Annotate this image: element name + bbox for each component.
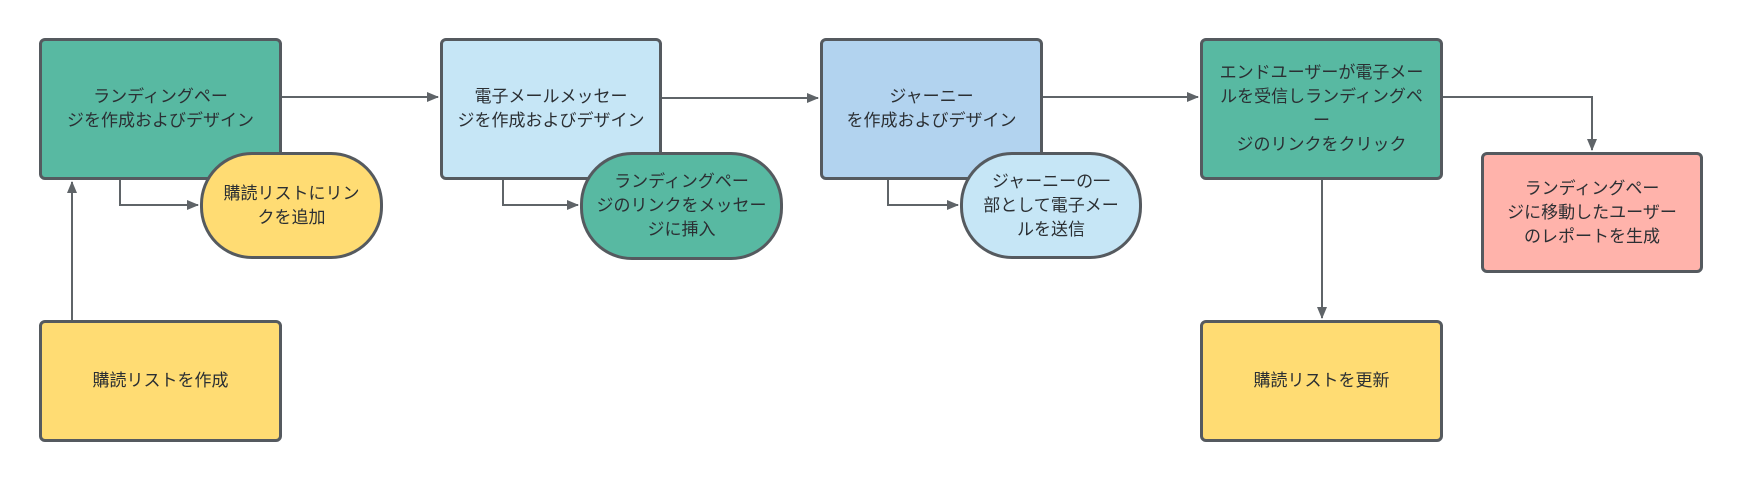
node-send-email-in-journey[interactable]: ジャーニーの一部として電子メールを送信 — [960, 152, 1142, 259]
node-label: ルを受信しランディングペー — [1220, 87, 1423, 131]
node-label: エンドユーザーが電子メー — [1219, 63, 1424, 83]
connector-n8-to-n10 — [1443, 96, 1597, 151]
node-label: ジに移動したユーザー — [1507, 202, 1677, 223]
node-label: ジのリンクをクリック — [1236, 135, 1407, 155]
node-label: ジのリンクをメッセー — [596, 196, 767, 216]
node-label: ジャーニーの一 — [991, 171, 1111, 192]
node-add-link-to-list[interactable]: 購読リストにリンクを追加 — [200, 152, 383, 259]
node-generate-report[interactable]: ランディングページに移動したユーザーのレポートを生成 — [1481, 152, 1703, 273]
node-label: 電子メールメッセー — [474, 87, 628, 107]
node-label: 部として電子メー — [983, 195, 1119, 216]
node-label: ジを作成およびデザイン — [457, 111, 645, 131]
node-label: ジに挿入 — [647, 220, 716, 240]
connector-n6-to-n7 — [887, 180, 959, 210]
node-update-subscription-list[interactable]: 購読リストを更新 — [1200, 320, 1443, 442]
node-label: のレポートを生成 — [1523, 226, 1660, 247]
node-insert-link-in-message[interactable]: ランディングページのリンクをメッセージに挿入 — [580, 152, 783, 260]
node-label: ランディングペー — [93, 87, 228, 107]
node-label: 購読リストを作成 — [92, 371, 229, 391]
node-create-subscription-list[interactable]: 購読リストを作成 — [39, 320, 282, 442]
node-label: ジを作成およびデザイン — [67, 111, 254, 131]
node-label: を作成およびデザイン — [846, 111, 1017, 131]
connector-n4-to-n5 — [502, 180, 579, 210]
node-label: ランディングペー — [1524, 178, 1660, 199]
node-label: クを追加 — [257, 207, 326, 228]
node-label: 購読リストを更新 — [1253, 371, 1390, 391]
node-user-clicks-link[interactable]: エンドユーザーが電子メールを受信しランディングページのリンクをクリック — [1200, 38, 1443, 180]
connector-n1-to-n2 — [119, 180, 199, 210]
node-label: ルを送信 — [1017, 219, 1085, 240]
node-label: ランディングペー — [614, 172, 749, 192]
node-label: ジャーニー — [889, 87, 974, 107]
node-label: 購読リストにリン — [223, 183, 360, 204]
